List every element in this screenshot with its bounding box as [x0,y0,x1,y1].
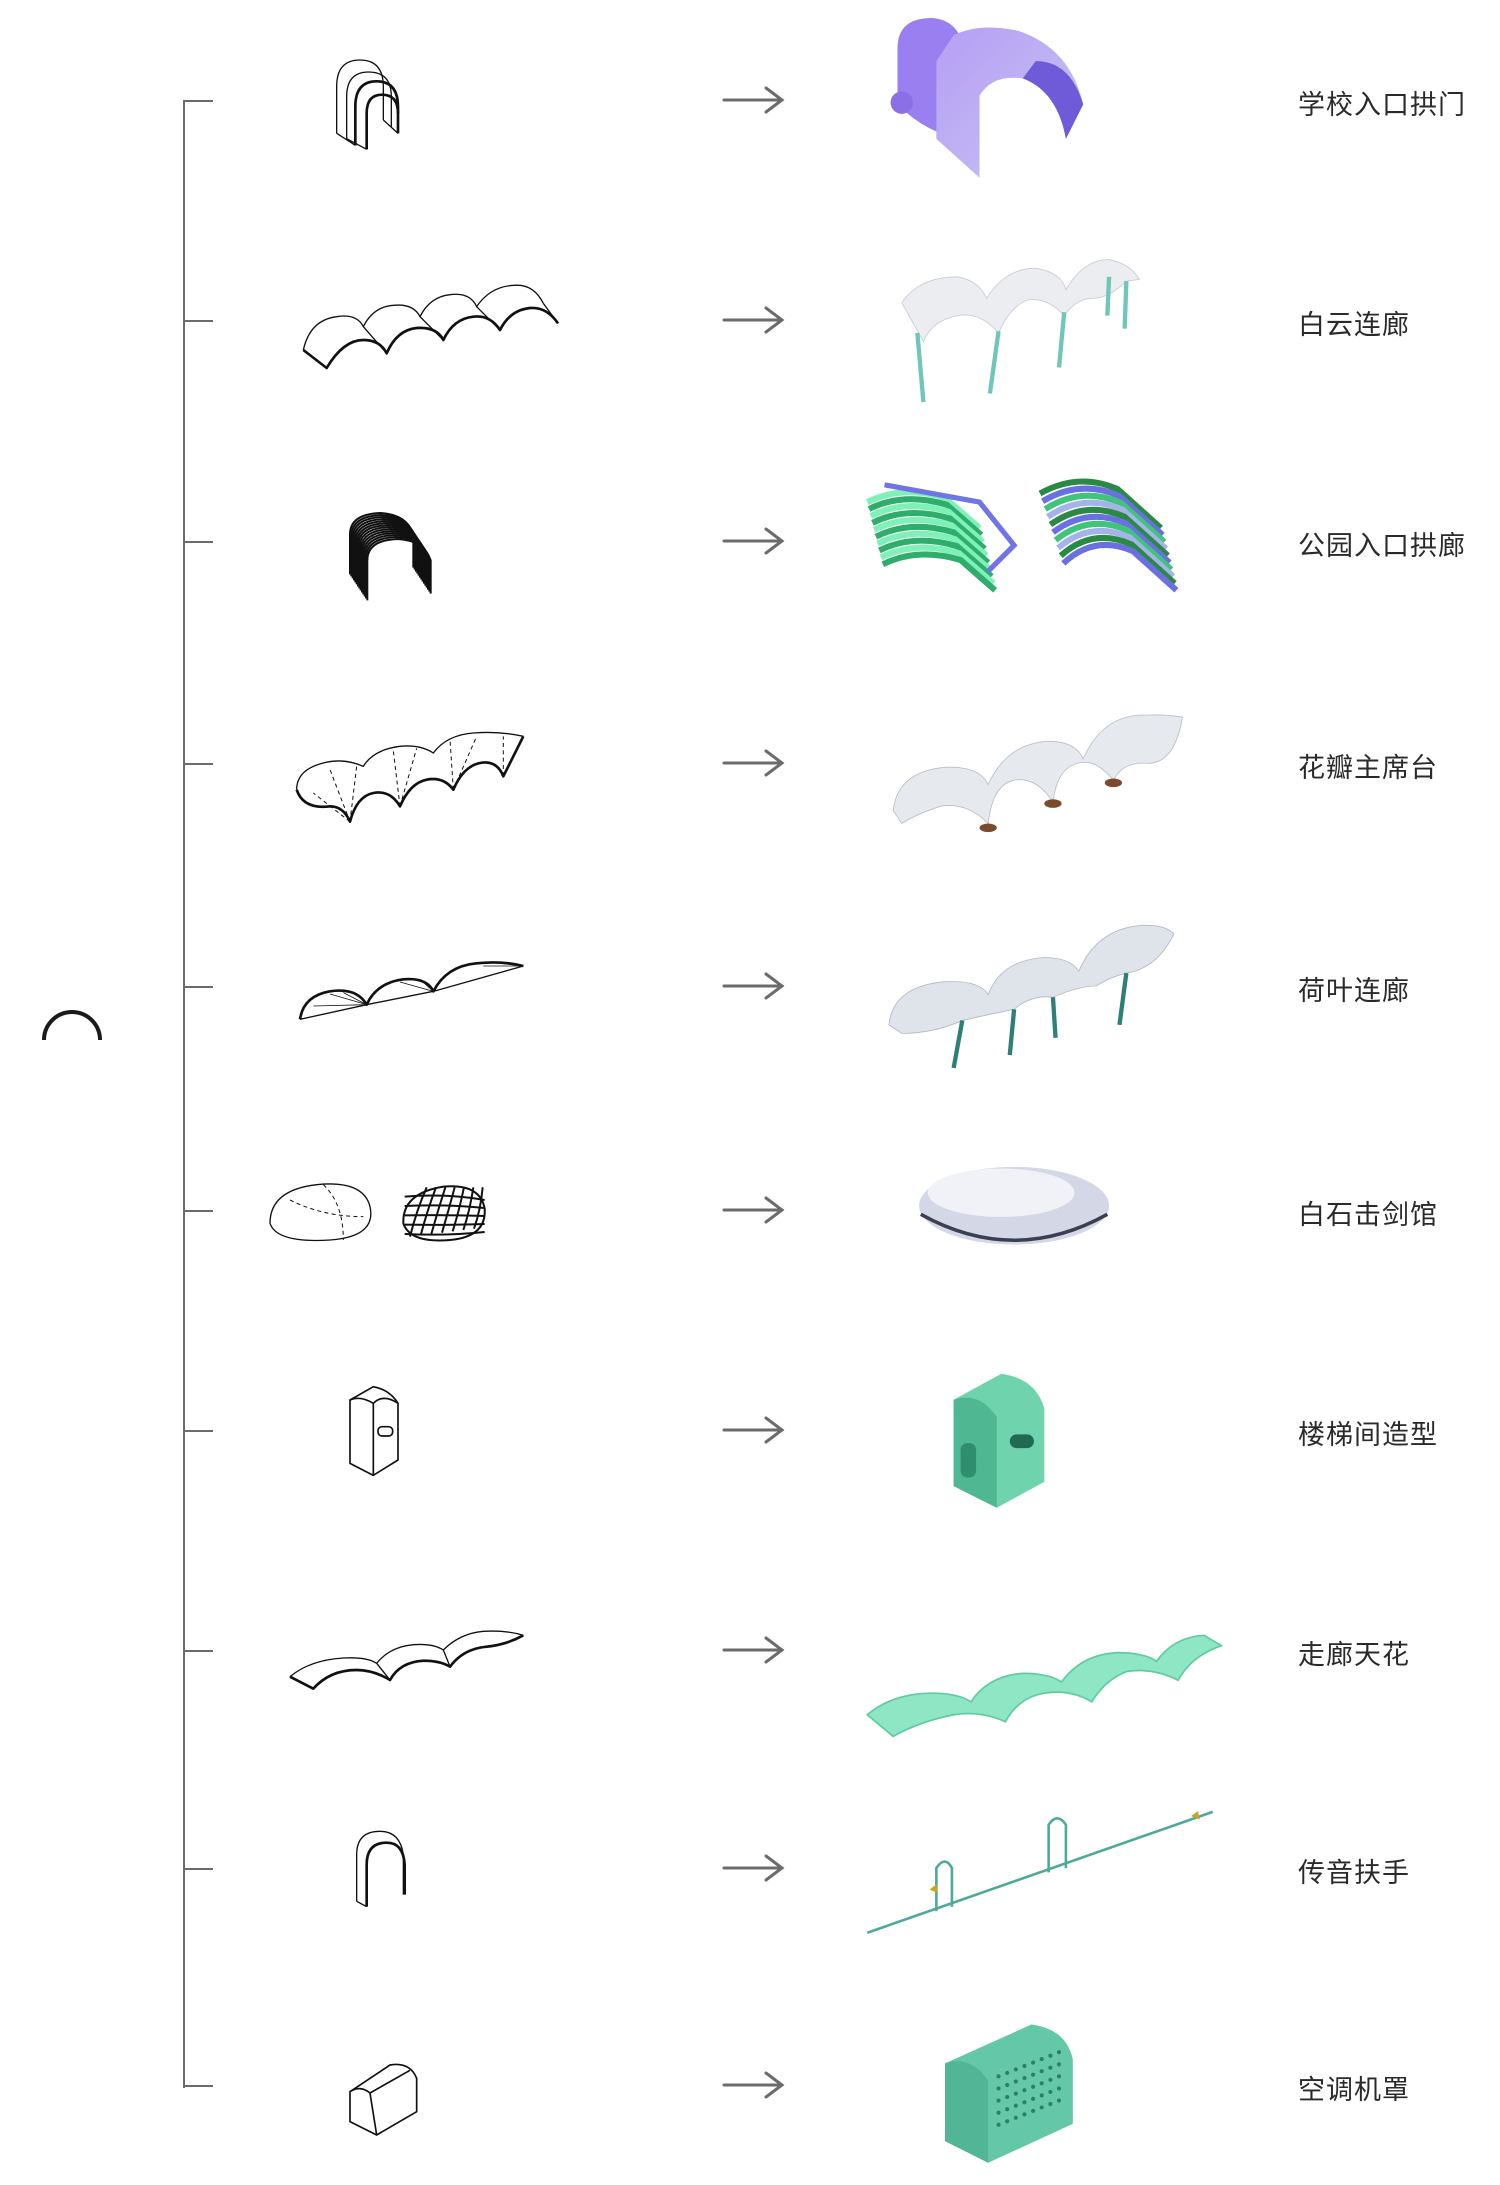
branch-tick [183,2085,213,2087]
branch-tick [183,1430,213,1432]
triple-arch-gate-icon [335,59,400,150]
lotus-leaf-corridor-icon [298,961,524,1020]
rendered-model-image [953,1373,1045,1508]
right-arrow-icon [722,1416,785,1444]
item-label: 荷叶连廊 [1298,976,1410,1007]
right-arrow-icon [722,86,785,114]
sound-handrail-icon [355,1830,406,1908]
right-arrow-icon [722,1636,785,1664]
rendered-model-image [888,924,1175,1069]
diagram-row: 白云连廊 [0,220,1500,420]
rendered-model-image [865,1634,1224,1738]
item-label: 公园入口拱廊 [1298,531,1466,562]
vault-corridor-icon [302,284,560,370]
right-arrow-icon [722,972,785,1000]
diagram-row: 楼梯间造型 [0,1330,1500,1530]
rendered-model-image [890,17,1084,178]
diagram-row: 传音扶手 [0,1768,1500,1968]
item-label: 传音扶手 [1298,1858,1410,1889]
right-arrow-icon [722,1196,785,1224]
diagram-row: 学校入口拱门 [0,0,1500,200]
pebble-dome-icon [269,1183,486,1242]
arch-icon [42,1010,102,1041]
branch-tick [183,541,213,543]
item-label: 走廊天花 [1298,1640,1410,1671]
item-label: 花瓣主席台 [1298,753,1438,784]
rendered-model-image [892,714,1183,833]
diagram-row: 走廊天花 [0,1550,1500,1750]
right-arrow-icon [722,2071,785,2099]
branch-tick [183,763,213,765]
diagram-row: 荷叶连廊 [0,886,1500,1086]
petal-canopy-icon [295,731,525,824]
tree-spine [183,102,185,2088]
item-label: 白云连廊 [1298,310,1410,341]
ac-cover-icon [349,2063,418,2136]
right-arrow-icon [722,306,785,334]
item-label: 白石击剑馆 [1298,1200,1438,1231]
slatted-arch-icon [349,511,432,601]
rendered-model-image [865,478,1179,593]
branch-tick [183,320,213,322]
diagram-row: 花瓣主席台 [0,663,1500,863]
branch-tick [183,1650,213,1652]
branch-tick [183,986,213,988]
rendered-model-image [901,259,1141,403]
item-label: 空调机罩 [1298,2075,1410,2106]
branch-tick [183,1868,213,1870]
rendered-model-image [945,2024,1073,2163]
right-arrow-icon [722,1854,785,1882]
item-label: 楼梯间造型 [1298,1420,1438,1451]
rendered-model-image [919,1166,1110,1245]
diagram-row: 空调机罩 [0,1985,1500,2185]
diagram-row: 公园入口拱廊 [0,441,1500,641]
stair-box-icon [349,1385,399,1477]
branch-tick [183,100,213,102]
right-arrow-icon [722,527,785,555]
right-arrow-icon [722,749,785,777]
wave-ceiling-icon [289,1630,524,1690]
branch-tick [183,1210,213,1212]
item-label: 学校入口拱门 [1298,90,1466,121]
diagram-row: 白石击剑馆 [0,1110,1500,1310]
rendered-model-image [866,1810,1214,1934]
